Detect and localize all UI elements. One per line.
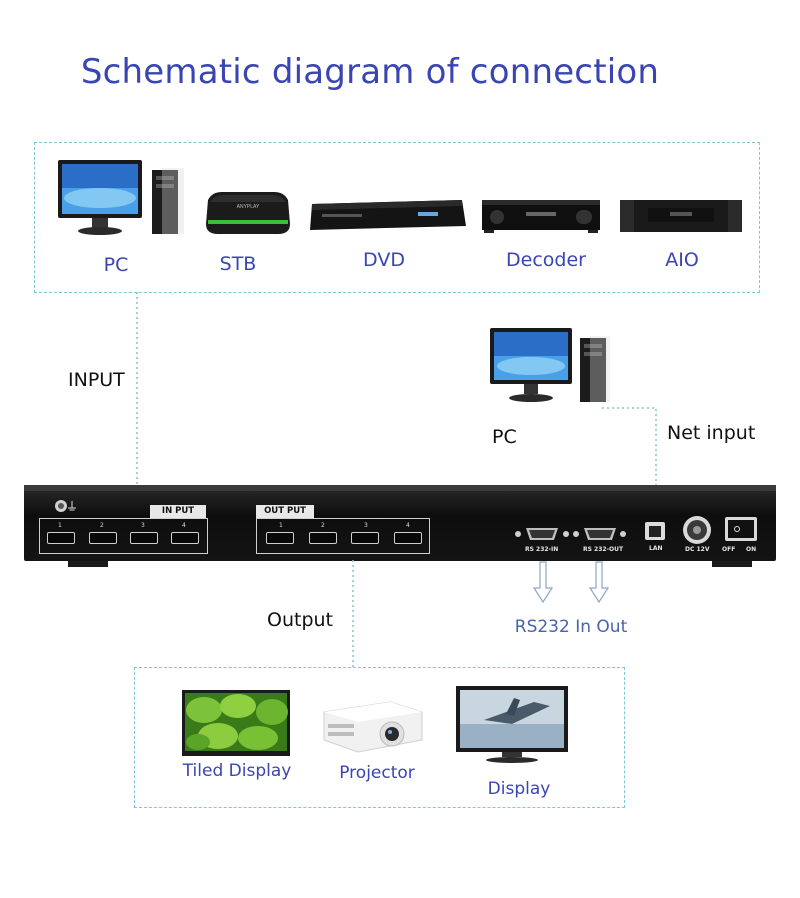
tiled-display-device xyxy=(182,690,290,756)
output-connector-line xyxy=(352,560,354,668)
dc-power-jack-icon[interactable] xyxy=(680,514,716,546)
stb-device: ANYPLAY xyxy=(202,190,294,238)
lan-port[interactable] xyxy=(645,522,665,540)
projector-icon xyxy=(323,701,423,753)
input-group-frame xyxy=(39,518,208,554)
rs232-out-port xyxy=(573,528,626,540)
input-port-number: 2 xyxy=(100,522,104,529)
rs232-ports xyxy=(515,528,626,540)
device-label-projector: Projector xyxy=(339,763,415,783)
input-port-number: 4 xyxy=(182,522,186,529)
output-group-frame xyxy=(256,518,430,554)
aio-device xyxy=(618,196,744,236)
rs232-in-port xyxy=(515,528,569,540)
net-input-label: Net input xyxy=(667,422,756,444)
device-label-stb: STB xyxy=(219,253,257,275)
device-label-display: Display xyxy=(487,779,551,799)
desktop-pc-icon xyxy=(58,160,184,235)
lan-label: LAN xyxy=(649,545,663,552)
off-label: OFF xyxy=(722,546,736,553)
output-port-number: 2 xyxy=(321,522,325,529)
page-title: Schematic diagram of connection xyxy=(80,52,660,92)
input-label: INPUT xyxy=(68,369,125,391)
dvd-player-icon xyxy=(310,200,466,230)
device-label-pc: PC xyxy=(103,254,129,276)
on-label: ON xyxy=(746,546,757,553)
device-label-tiled-display: Tiled Display xyxy=(182,761,292,781)
input-port-number: 3 xyxy=(141,522,145,529)
projector-device xyxy=(318,694,426,758)
net-pc-label: PC xyxy=(492,426,517,448)
output-port-number: 4 xyxy=(406,522,410,529)
svg-text:ANYPLAY: ANYPLAY xyxy=(237,204,260,210)
device-label-aio: AIO xyxy=(665,249,699,271)
matrix-top-edge xyxy=(24,485,776,491)
rs232-arrows xyxy=(532,561,610,604)
device-label-dvd: DVD xyxy=(363,249,405,271)
input-port-number: 1 xyxy=(58,522,62,529)
hdmi-input-port-3[interactable] xyxy=(130,532,158,544)
ground-screw-icon xyxy=(55,500,76,512)
output-label: Output xyxy=(267,609,333,631)
output-port-number: 3 xyxy=(364,522,368,529)
tiled-display-icon xyxy=(182,690,290,756)
output-devices-box xyxy=(134,667,625,808)
monitor-icon xyxy=(456,686,568,763)
rs232-label: RS232 In Out xyxy=(514,617,628,637)
power-switch[interactable] xyxy=(725,517,757,541)
set-top-box-icon: ANYPLAY xyxy=(206,192,290,234)
decoder-icon xyxy=(482,200,600,233)
aio-icon xyxy=(620,200,742,232)
rs232-in-label: RS 232-IN xyxy=(525,546,559,553)
pc-input-device xyxy=(52,158,184,240)
matrix-foot-right xyxy=(712,561,752,567)
arrow-down-icon xyxy=(588,561,610,604)
matrix-foot-left xyxy=(68,561,108,567)
hdmi-output-port-1[interactable] xyxy=(266,532,294,544)
hdmi-input-port-2[interactable] xyxy=(89,532,117,544)
display-device xyxy=(454,684,572,764)
hdmi-output-port-3[interactable] xyxy=(351,532,379,544)
decoder-device xyxy=(480,198,602,234)
dc-label: DC 12V xyxy=(685,546,710,553)
hdmi-output-port-2[interactable] xyxy=(309,532,337,544)
desktop-pc-icon xyxy=(490,328,610,402)
output-port-number: 1 xyxy=(279,522,283,529)
arrow-down-icon xyxy=(532,561,554,604)
dvd-device xyxy=(308,198,468,234)
net-pc-device xyxy=(486,326,612,406)
hdmi-input-port-1[interactable] xyxy=(47,532,75,544)
output-group-label: OUT PUT xyxy=(256,505,314,518)
hdmi-output-port-4[interactable] xyxy=(394,532,422,544)
input-devices-box xyxy=(34,142,760,293)
device-label-decoder: Decoder xyxy=(506,249,586,271)
hdmi-input-port-4[interactable] xyxy=(171,532,199,544)
rs232-out-label: RS 232-OUT xyxy=(583,546,624,553)
input-group-label: IN PUT xyxy=(150,505,206,518)
